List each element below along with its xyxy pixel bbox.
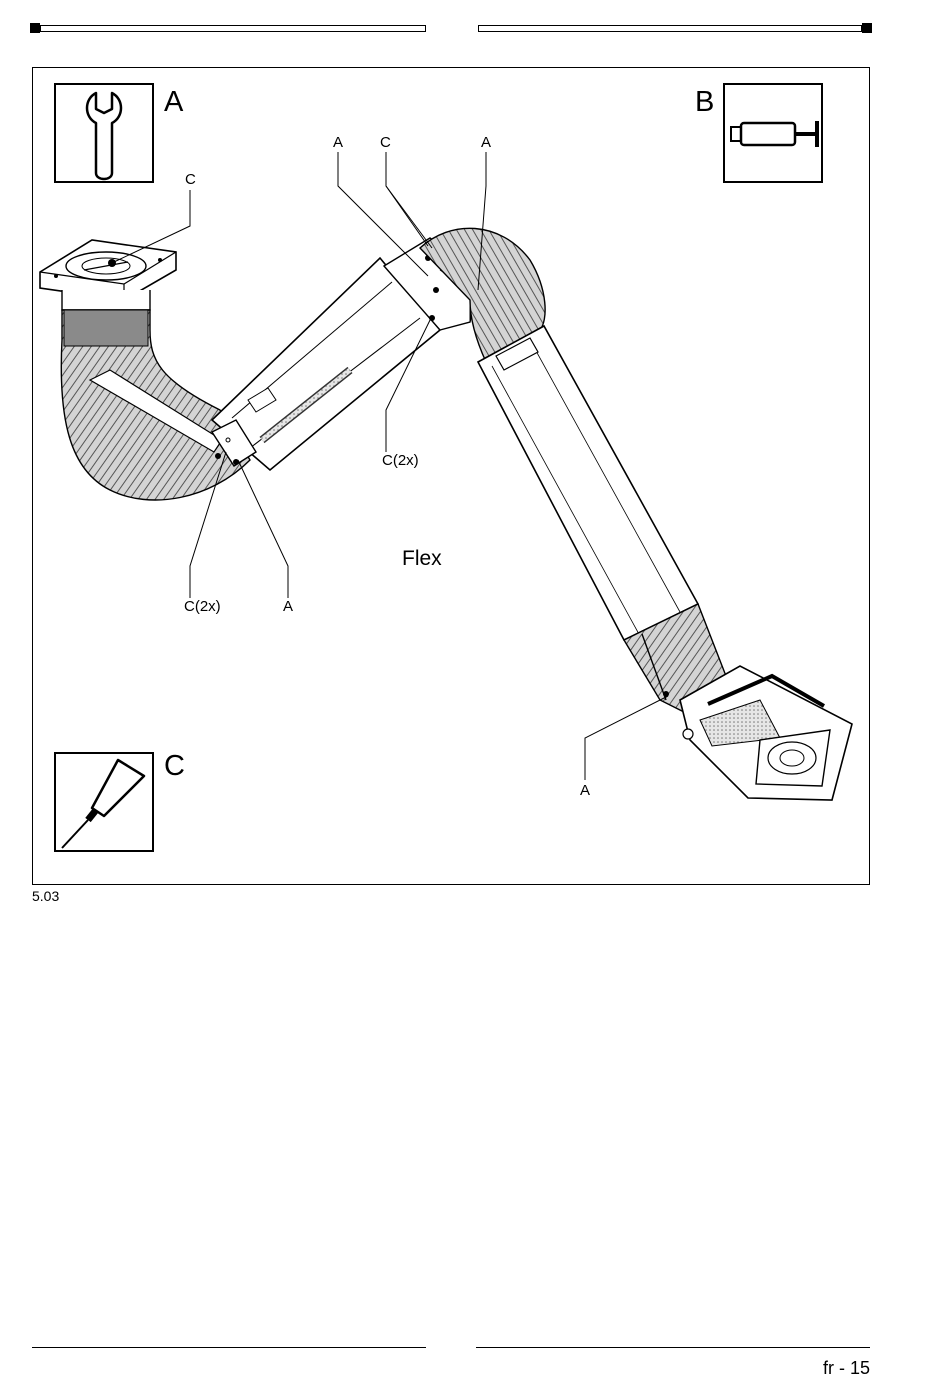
callout-a-left: A xyxy=(283,599,293,614)
callout-a-bottom: A xyxy=(580,783,590,798)
figure-number: 5.03 xyxy=(32,888,59,904)
footer-right-rule xyxy=(476,1347,870,1348)
callout-c2x-left: C(2x) xyxy=(184,599,221,614)
callout-c2x-mid: C(2x) xyxy=(382,453,419,468)
callout-a-top-right: A xyxy=(481,135,491,150)
extraction-hood xyxy=(680,666,852,800)
page-number: fr - 15 xyxy=(823,1358,870,1379)
callout-a-top-left: A xyxy=(333,135,343,150)
hose-section-1 xyxy=(61,310,250,500)
wall-mount xyxy=(40,240,176,310)
callout-c-top: C xyxy=(380,135,391,150)
extraction-arm-drawing xyxy=(0,0,950,900)
model-label: Flex xyxy=(402,548,442,569)
footer-left-rule xyxy=(32,1347,426,1348)
callout-c-base: C xyxy=(185,172,196,187)
arm-tube-2 xyxy=(478,326,698,640)
